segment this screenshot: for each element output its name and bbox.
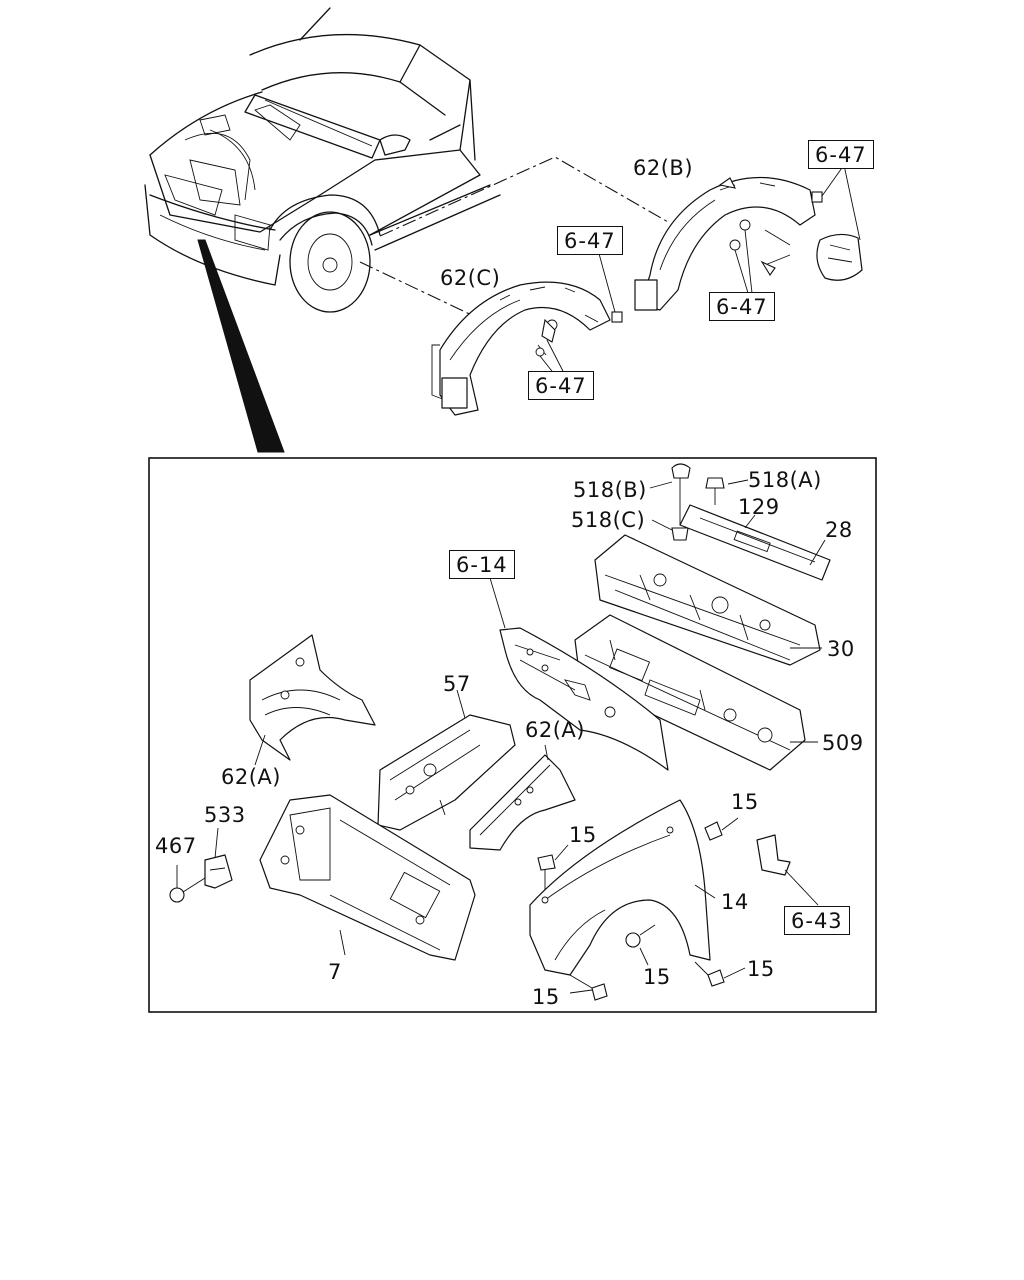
callout-15-rear: 15 xyxy=(747,957,775,981)
callout-509: 509 xyxy=(822,731,864,755)
callout-62a-mid: 62(A) xyxy=(525,718,585,742)
part-129-cowl-top xyxy=(679,504,831,581)
callout-15-arch: 15 xyxy=(643,965,671,989)
leader-647-b xyxy=(597,249,616,313)
callout-518b: 518(B) xyxy=(573,478,647,502)
fastener-518-group xyxy=(649,463,749,541)
callout-30: 30 xyxy=(827,637,855,661)
callout-14: 14 xyxy=(721,890,749,914)
part-7-radiator-support xyxy=(259,794,476,961)
part-dash-panel xyxy=(499,627,669,771)
leader-line-62b-a xyxy=(379,156,669,237)
part-mud-flap xyxy=(811,191,863,281)
callout-518c: 518(C) xyxy=(571,508,646,532)
part-62a-inner-fender-mid xyxy=(469,754,576,851)
callout-15-top: 15 xyxy=(731,790,759,814)
vehicle-front-view xyxy=(144,7,501,453)
part-14-front-fender xyxy=(529,799,711,976)
callout-7: 7 xyxy=(328,960,342,984)
ref-6-47-right[interactable]: 6-47 xyxy=(709,292,775,321)
leader-line-62c xyxy=(359,261,479,319)
part-62c-wheel-liner xyxy=(431,281,611,416)
ref-6-47-mid[interactable]: 6-47 xyxy=(557,226,623,255)
bolt-15-left xyxy=(537,844,569,890)
bolt-15-rear xyxy=(694,961,746,987)
callout-28: 28 xyxy=(825,518,853,542)
leader-647-c xyxy=(546,339,566,376)
part-30-dash-upper xyxy=(594,534,821,666)
part-62b-wheel-liner xyxy=(634,177,816,311)
clip-icon xyxy=(611,311,623,323)
ref-6-47-top-right[interactable]: 6-47 xyxy=(808,140,874,169)
part-6-43-bracket xyxy=(756,834,791,876)
callout-62a-left: 62(A) xyxy=(221,765,281,789)
callout-15-left: 15 xyxy=(569,823,597,847)
callout-518a: 518(A) xyxy=(748,468,822,492)
ref-6-47-bottom[interactable]: 6-47 xyxy=(528,371,594,400)
leader-647-a xyxy=(821,164,861,241)
part-533-bracket xyxy=(204,854,233,889)
callout-62b-top: 62(B) xyxy=(633,156,694,180)
bolt-467 xyxy=(169,865,206,903)
ref-6-14[interactable]: 6-14 xyxy=(449,550,515,579)
callout-129: 129 xyxy=(738,495,780,519)
bolt-15-top xyxy=(704,817,739,841)
callout-467: 467 xyxy=(155,834,197,858)
bolt-15-bottom xyxy=(569,974,608,1001)
callout-62c-top: 62(C) xyxy=(440,266,501,290)
callout-533: 533 xyxy=(204,803,246,827)
bolt-15-arch xyxy=(625,924,656,966)
part-62a-inner-fender-left xyxy=(249,634,376,761)
ref-6-43[interactable]: 6-43 xyxy=(784,906,850,935)
leader-647-d xyxy=(734,229,753,294)
callout-15-bottom: 15 xyxy=(532,985,560,1009)
clip-icon xyxy=(811,191,823,203)
callout-57: 57 xyxy=(443,672,471,696)
detail-frame xyxy=(148,457,877,1013)
